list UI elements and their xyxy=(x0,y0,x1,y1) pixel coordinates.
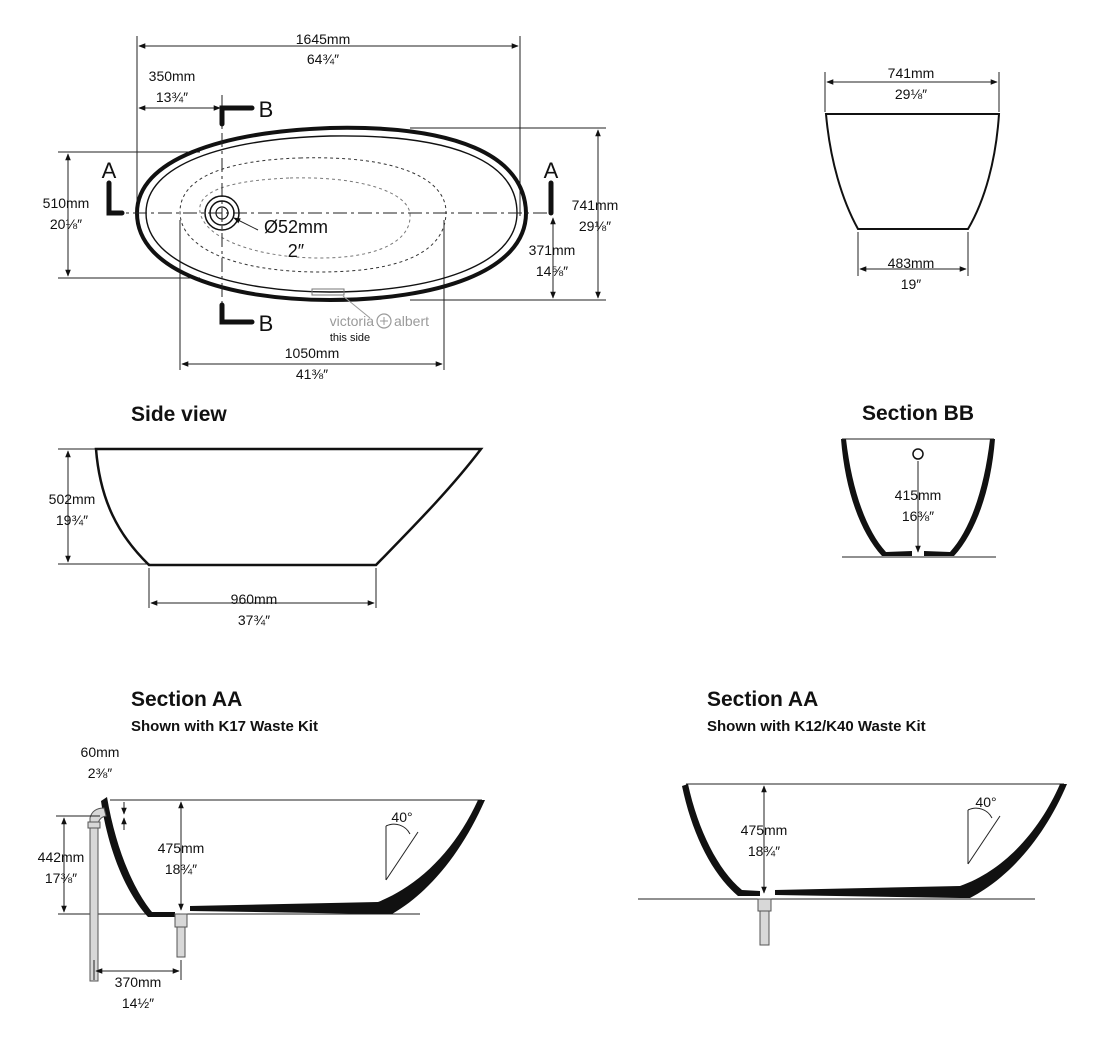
section-bb: Section BB 415mm 16⅜″ xyxy=(841,402,996,558)
overall-width-mm: 741mm xyxy=(572,197,619,213)
waste-fitting xyxy=(174,913,188,928)
section-bb-left-wall xyxy=(841,439,912,556)
section-aa-left: Section AA Shown with K17 Waste Kit 60mm… xyxy=(38,688,485,1011)
brand-right-text: albert xyxy=(394,313,429,329)
width-mm: 510mm xyxy=(43,195,90,211)
side-base-in: 37¾″ xyxy=(238,612,270,628)
plan-outer-rim xyxy=(134,125,529,303)
side-height-mm: 502mm xyxy=(49,491,96,507)
side-view-outline xyxy=(94,447,484,567)
end-base-mm: 483mm xyxy=(888,255,935,271)
half-width-in: 14⅝″ xyxy=(536,263,568,279)
section-aa-right-subtitle: Shown with K12/K40 Waste Kit xyxy=(707,718,926,735)
pipe-centres-mm: 370mm xyxy=(115,974,162,990)
plan-view: 1645mm 64¾″ 350mm 13¾″ 510mm 20⅛″ 741mm … xyxy=(43,31,619,382)
overflow-in: 17⅜″ xyxy=(45,870,77,886)
half-width-mm: 371mm xyxy=(529,242,576,258)
section-aa-left-end-wall xyxy=(101,797,175,917)
right-waste-fitting xyxy=(757,898,772,912)
brand-note: this side xyxy=(330,332,370,344)
overall-width-in: 29⅛″ xyxy=(579,218,611,234)
plan-inner-rim xyxy=(145,135,518,293)
end-view: 741mm 29⅛″ 483mm 19″ xyxy=(824,65,1001,292)
waste-diameter-mm: Ø52mm xyxy=(264,217,328,237)
section-aa-right-foot-wall xyxy=(775,784,1067,898)
side-height-in: 19¾″ xyxy=(56,512,88,528)
brand-left-text: victoria xyxy=(330,313,375,329)
section-b-bottom-label: B xyxy=(259,311,274,336)
section-bb-right-wall xyxy=(924,439,995,556)
section-aa-left-depth-in: 18¾″ xyxy=(165,861,197,877)
width-in: 20⅛″ xyxy=(50,216,82,232)
section-aa-right: Section AA Shown with K12/K40 Waste Kit … xyxy=(638,688,1067,946)
section-aa-left-angle: 40° xyxy=(391,809,412,825)
plan-basin-outline xyxy=(179,157,447,273)
waste-outer-icon xyxy=(204,195,240,231)
section-aa-left-depth-mm: 475mm xyxy=(158,840,205,856)
end-top-mm: 741mm xyxy=(888,65,935,81)
section-bb-height-in: 16⅜″ xyxy=(902,508,934,524)
section-aa-right-depth-mm: 475mm xyxy=(741,822,788,838)
waste-diameter-in: 2″ xyxy=(288,241,305,261)
section-aa-left-subtitle: Shown with K17 Waste Kit xyxy=(131,718,318,735)
side-base-mm: 960mm xyxy=(231,591,278,607)
length-in: 64¾″ xyxy=(307,51,339,67)
rim-in: 2⅜″ xyxy=(88,765,112,781)
plan-basin-floor xyxy=(199,177,411,259)
section-a-left-marker xyxy=(106,180,125,216)
section-aa-left-title: Section AA xyxy=(131,688,242,711)
section-bb-overflow-icon xyxy=(912,448,924,460)
section-bb-title: Section BB xyxy=(862,402,974,425)
brand-plus-icon xyxy=(376,313,392,329)
section-aa-right-depth-in: 18¾″ xyxy=(748,843,780,859)
overflow-mm: 442mm xyxy=(38,849,85,865)
waste-inner-icon xyxy=(215,206,229,220)
waste-ring-icon xyxy=(209,200,235,226)
section-bb-height-mm: 415mm xyxy=(895,487,942,503)
side-view-title: Side view xyxy=(131,403,227,426)
inner-length-mm: 1050mm xyxy=(285,345,339,361)
section-aa-right-title: Section AA xyxy=(707,688,818,711)
section-b-top-label: B xyxy=(259,97,274,122)
section-aa-right-angle: 40° xyxy=(975,794,996,810)
section-b-top-marker xyxy=(219,105,255,127)
overflow-slot xyxy=(311,288,345,296)
end-view-outline xyxy=(824,113,1001,230)
pipe-centres-in: 14½″ xyxy=(122,995,154,1011)
end-top-in: 29⅛″ xyxy=(895,86,927,102)
section-a-right-label: A xyxy=(544,158,559,183)
section-aa-right-end-wall xyxy=(682,784,760,896)
waste-pipe xyxy=(176,926,186,958)
side-view: Side view 502mm 19¾″ 960mm 37¾″ xyxy=(49,403,484,628)
section-aa-left-foot-wall xyxy=(190,800,485,914)
overflow-pipe xyxy=(89,825,99,982)
end-base-in: 19″ xyxy=(901,276,922,292)
length-mm: 1645mm xyxy=(296,31,350,47)
right-waste-pipe xyxy=(759,910,770,946)
inner-length-in: 41⅜″ xyxy=(296,366,328,382)
offset-mm: 350mm xyxy=(149,68,196,84)
section-b-bottom-marker xyxy=(219,302,255,325)
rim-mm: 60mm xyxy=(81,744,120,760)
section-a-left-label: A xyxy=(102,158,117,183)
offset-in: 13¾″ xyxy=(156,89,188,105)
